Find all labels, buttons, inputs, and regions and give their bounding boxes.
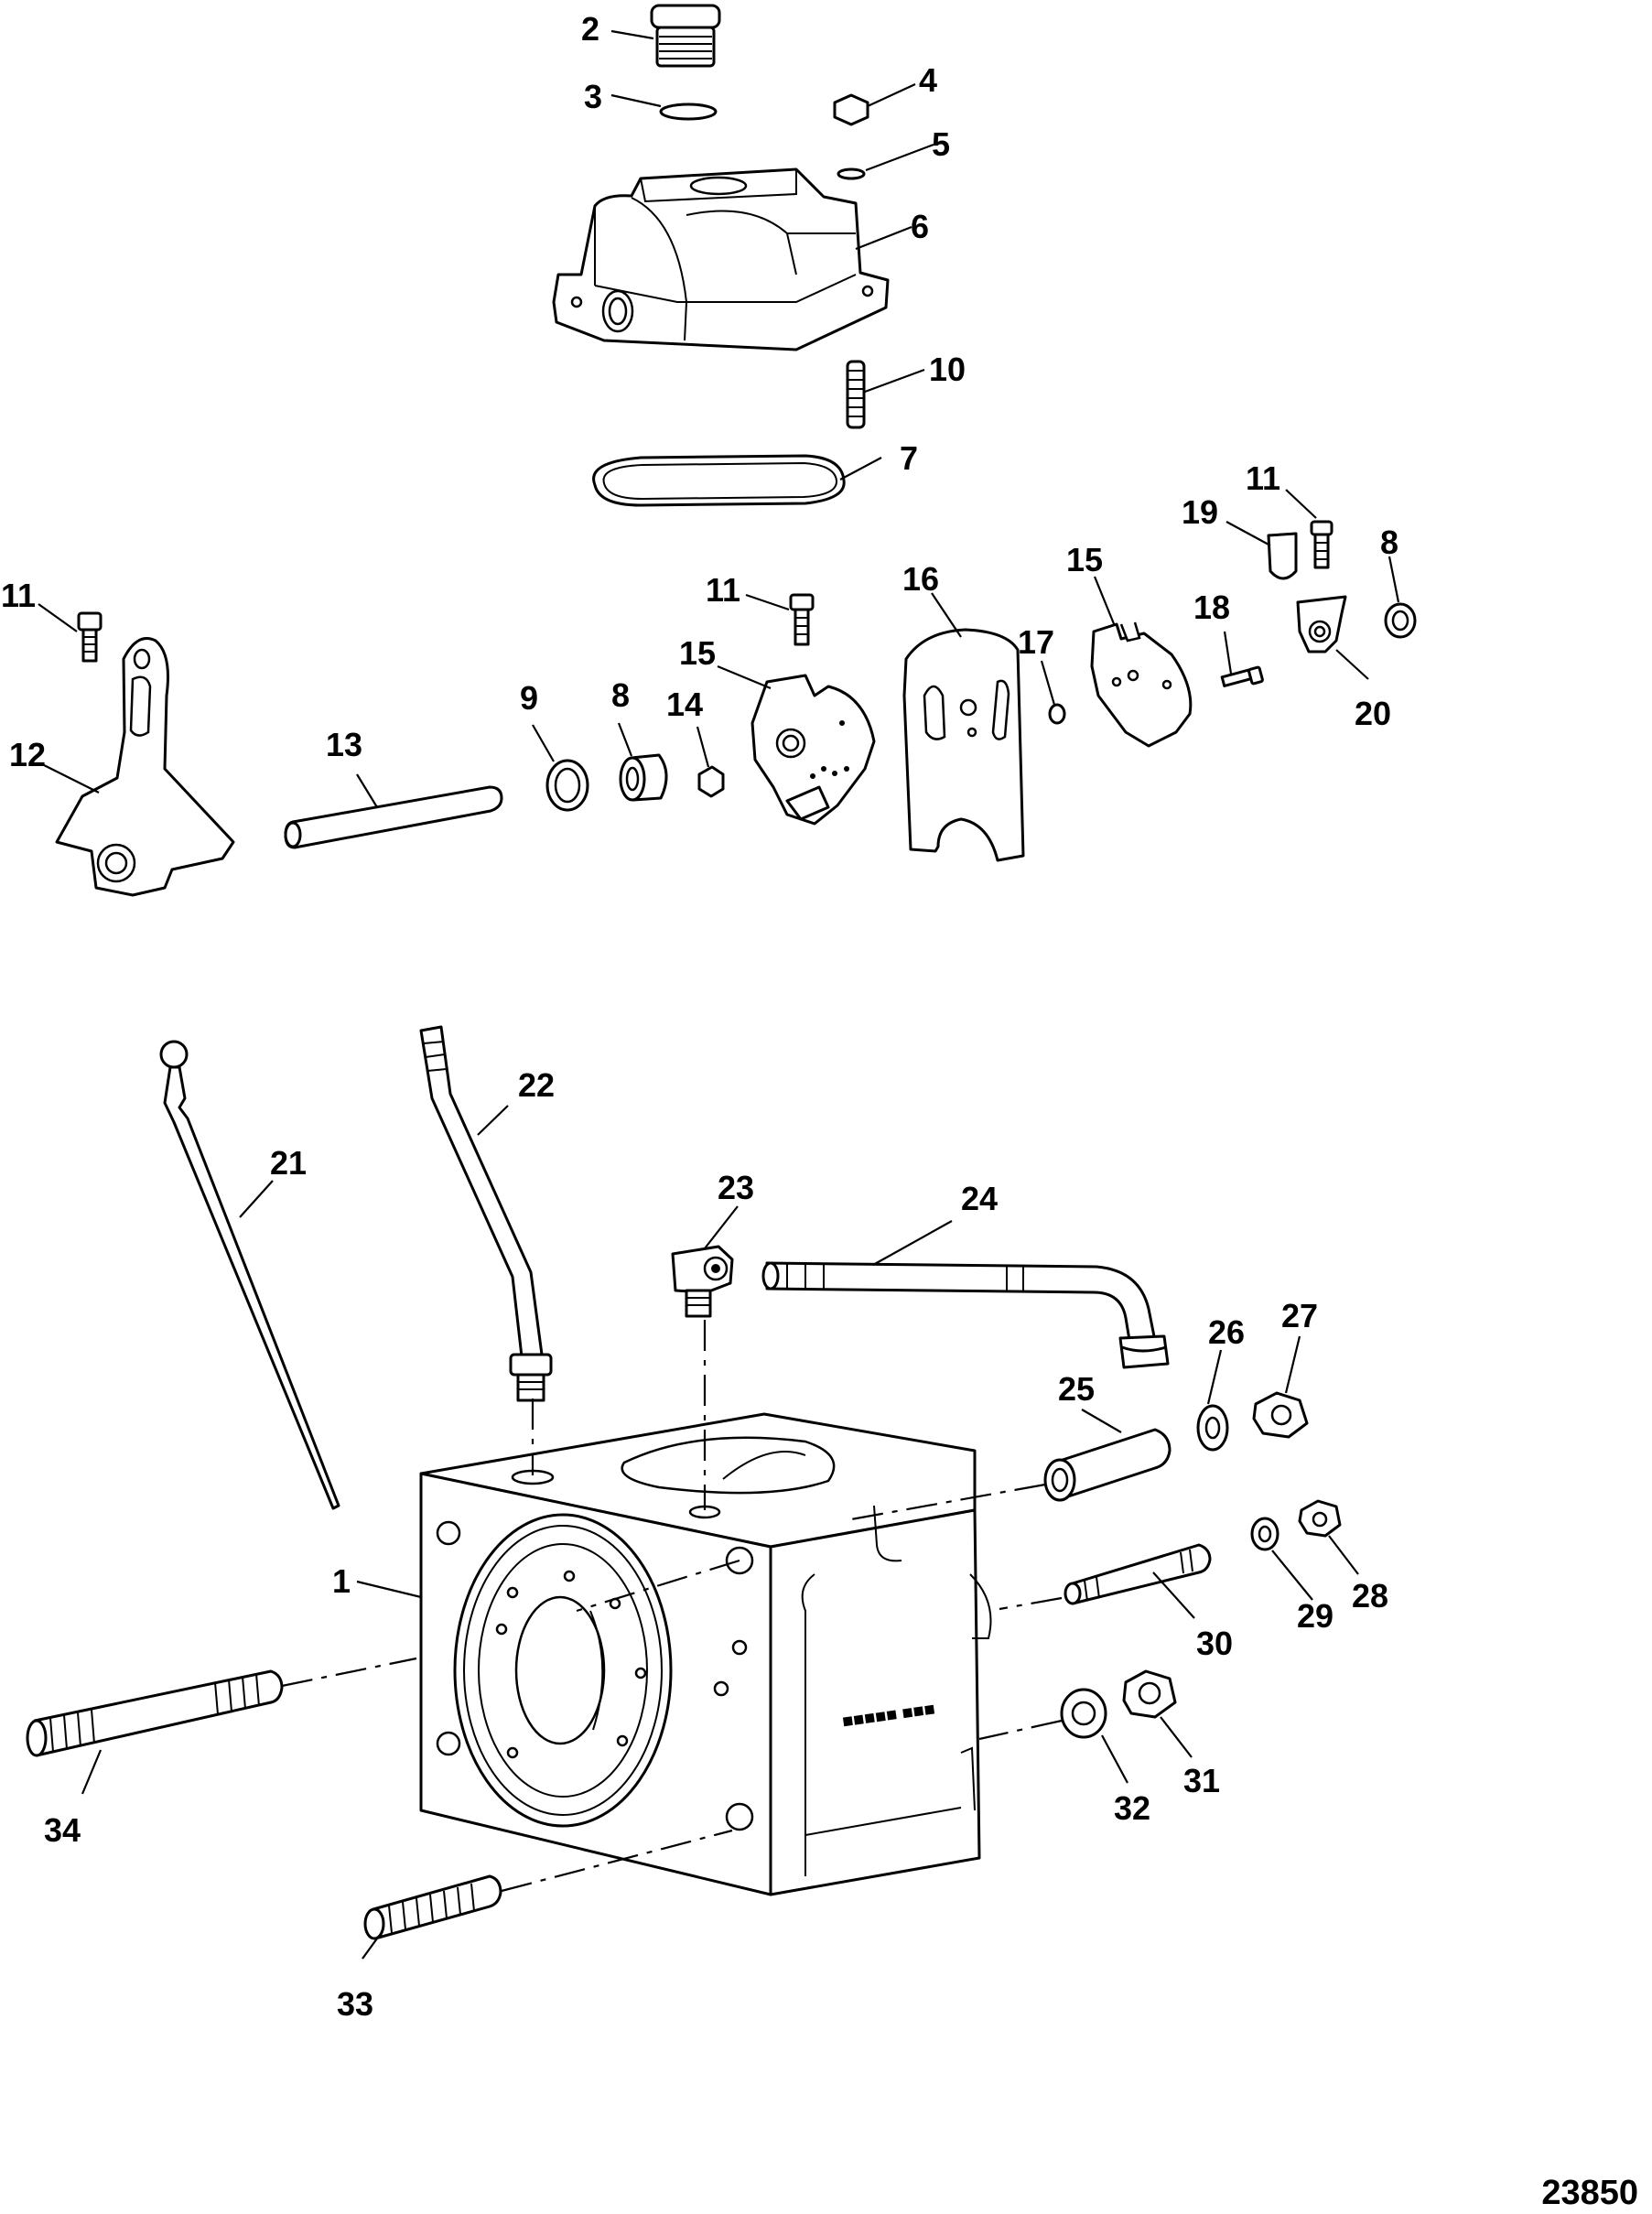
- callout-3: 3: [584, 78, 602, 115]
- part-bushing-9: [545, 759, 589, 812]
- callout-13: 13: [326, 726, 362, 763]
- part-gasket: [592, 454, 846, 507]
- part-washer-17: [1048, 703, 1066, 725]
- callout-24: 24: [961, 1180, 998, 1217]
- callout-33: 33: [337, 1985, 373, 2023]
- part-cap-19: [1267, 532, 1298, 580]
- callout-2: 2: [581, 10, 599, 48]
- callout-7: 7: [900, 439, 918, 477]
- part-small-washer: [837, 167, 866, 180]
- callout-20: 20: [1355, 695, 1391, 732]
- part-screw-11c: [1310, 520, 1333, 569]
- callout-17: 17: [1018, 623, 1054, 661]
- part-small-nut: [833, 93, 869, 126]
- part-dipstick-tube: [419, 1025, 553, 1402]
- callout-15-right: 15: [1066, 541, 1103, 578]
- figure-number: 23850: [1541, 2174, 1638, 2212]
- part-bushing-8b: [1384, 602, 1417, 639]
- callout-6: 6: [911, 208, 929, 245]
- callout-8-right: 8: [1380, 524, 1398, 561]
- part-shaft: [284, 785, 503, 849]
- part-dipstick: [159, 1040, 340, 1510]
- part-housing: ■■■■■ ■■■: [419, 1412, 992, 1896]
- callout-11-right: 11: [1246, 459, 1280, 497]
- part-stud-33: [363, 1874, 502, 1940]
- callout-19: 19: [1182, 493, 1218, 531]
- callout-12: 12: [9, 736, 46, 773]
- callout-8-center: 8: [611, 676, 630, 714]
- part-plate: [902, 628, 1025, 862]
- part-cam-15b: [1090, 621, 1193, 748]
- part-cover: [552, 167, 890, 351]
- part-screw-18: [1220, 665, 1264, 687]
- part-nut-27: [1252, 1391, 1309, 1439]
- part-washer-32: [1060, 1688, 1107, 1739]
- part-shift-lever: [55, 637, 235, 897]
- callout-30: 30: [1196, 1625, 1233, 1662]
- part-washer-29: [1250, 1517, 1279, 1551]
- callout-15-center: 15: [679, 634, 716, 672]
- part-nut-31: [1122, 1669, 1177, 1719]
- callout-18: 18: [1193, 589, 1230, 626]
- callout-27: 27: [1281, 1297, 1318, 1334]
- callout-9: 9: [520, 679, 538, 717]
- part-stud-34: [26, 1669, 284, 1757]
- part-nut-14: [697, 765, 725, 798]
- callout-32: 32: [1114, 1789, 1150, 1827]
- part-elbow-fitting: [671, 1245, 734, 1318]
- callout-25: 25: [1058, 1370, 1095, 1408]
- part-bracket-20: [1296, 595, 1347, 653]
- callout-5: 5: [932, 125, 950, 163]
- callout-11-center: 11: [706, 571, 740, 609]
- callout-11-left: 11: [1, 577, 36, 614]
- part-washer-26: [1196, 1404, 1229, 1452]
- part-stud-30: [1064, 1543, 1212, 1605]
- leader-lines: [38, 29, 1400, 1960]
- callout-29: 29: [1297, 1597, 1333, 1635]
- callout-16: 16: [902, 560, 939, 598]
- callout-26: 26: [1208, 1313, 1245, 1351]
- part-cam-15a: [750, 674, 876, 826]
- part-fill-plug: [650, 4, 721, 68]
- alignment-lines: [281, 1320, 1063, 1893]
- callout-4: 4: [919, 61, 937, 99]
- part-hose: [761, 1261, 1170, 1369]
- callout-labels: 2 3 4 5 6 10 7 11 19 8 11 11 16 15 18 17…: [1, 10, 1398, 2023]
- part-o-ring: [659, 103, 718, 121]
- callout-10: 10: [929, 351, 966, 388]
- part-spacer: [1043, 1428, 1172, 1502]
- callout-23: 23: [718, 1169, 754, 1206]
- callout-1: 1: [332, 1562, 351, 1600]
- callout-21: 21: [270, 1144, 307, 1182]
- part-bushing-8a: [619, 753, 668, 802]
- callout-31: 31: [1183, 1762, 1220, 1799]
- callout-14: 14: [666, 686, 703, 723]
- callout-28: 28: [1352, 1577, 1388, 1615]
- part-stud-10: [846, 360, 866, 429]
- part-screw-11a: [77, 611, 103, 663]
- part-nut-28: [1298, 1499, 1342, 1538]
- part-screw-11b: [789, 593, 815, 646]
- callout-34: 34: [44, 1811, 81, 1849]
- callout-22: 22: [518, 1066, 555, 1104]
